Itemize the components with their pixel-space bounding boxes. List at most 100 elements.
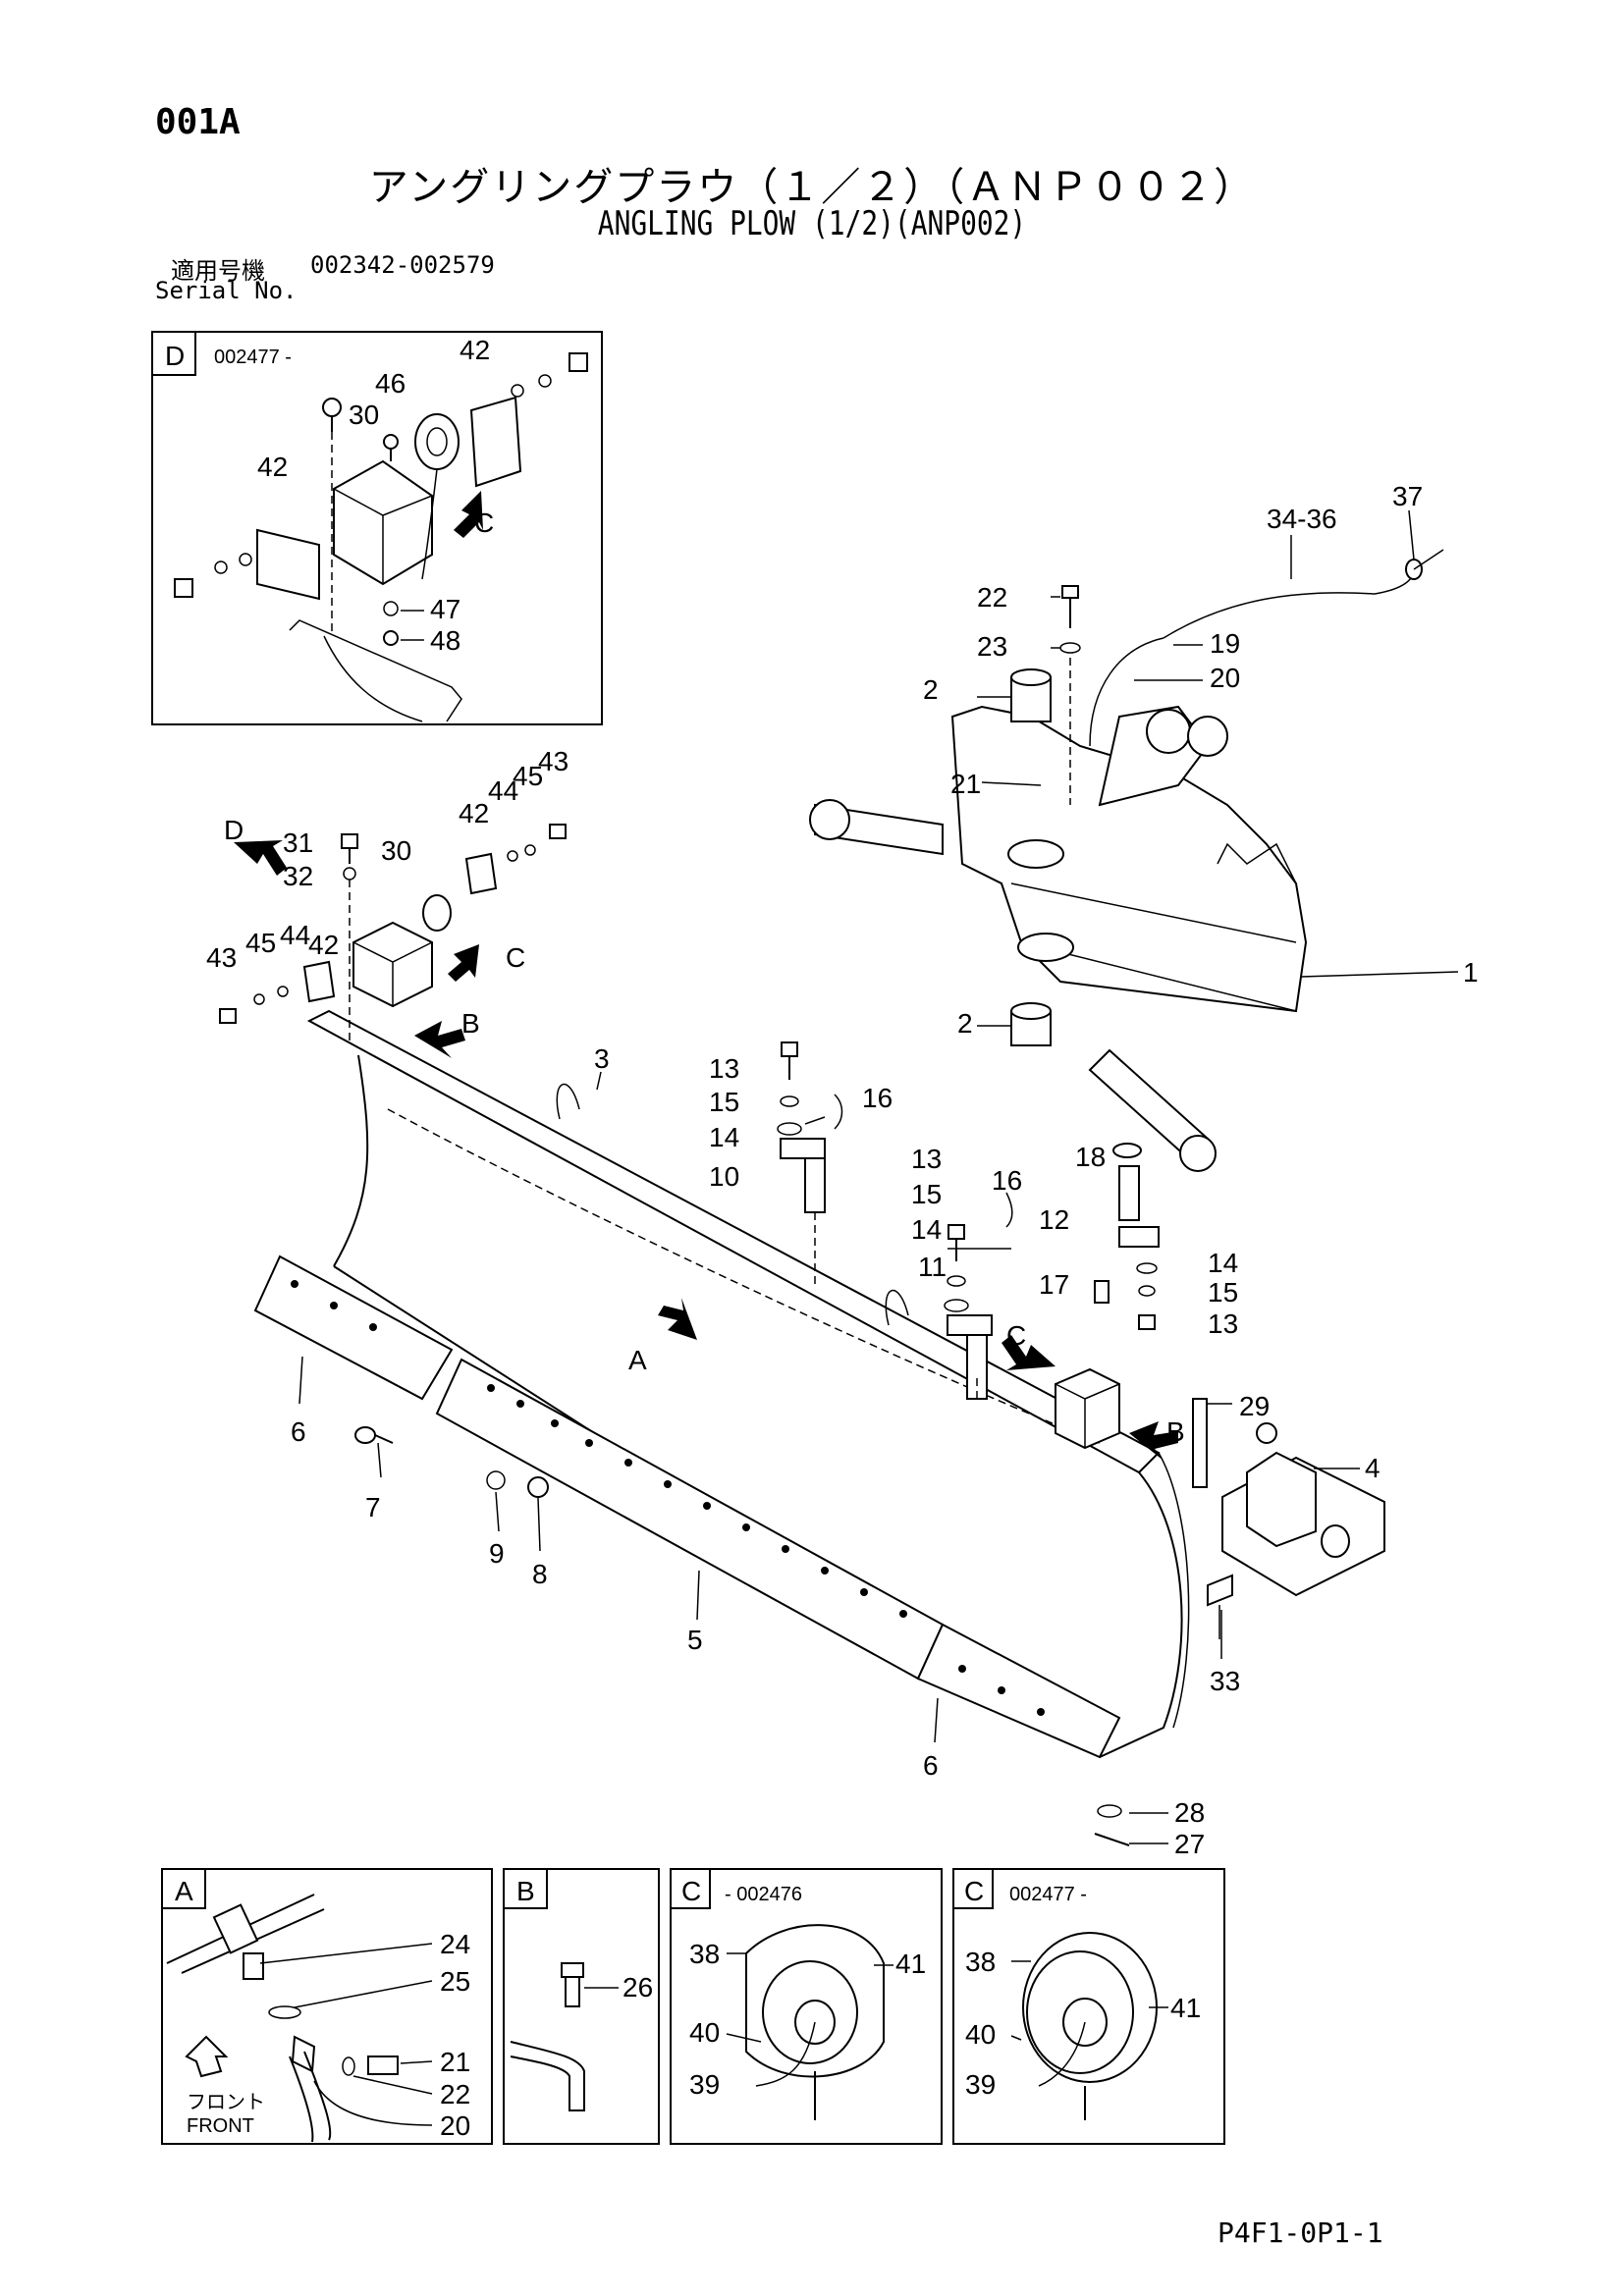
callout: 5 bbox=[687, 1625, 703, 1655]
callout: A bbox=[628, 1345, 647, 1375]
inset-c1-range: - 002476 bbox=[725, 1884, 802, 1905]
callout: 44 bbox=[488, 775, 518, 806]
callout: 1 bbox=[1463, 957, 1479, 988]
end-bit-right bbox=[916, 1623, 1121, 1759]
inset-b-label: 26 bbox=[623, 1972, 653, 2002]
callout: 6 bbox=[923, 1750, 939, 1781]
callout: 6 bbox=[291, 1416, 306, 1447]
inset-c1-tag: C bbox=[681, 1876, 701, 1906]
callout: 42 bbox=[459, 798, 489, 828]
callout: 13 bbox=[1208, 1308, 1238, 1339]
callout: 14 bbox=[709, 1122, 739, 1152]
callout: D bbox=[224, 815, 244, 845]
callout: 16 bbox=[992, 1165, 1022, 1196]
callout: 2 bbox=[957, 1008, 973, 1039]
inset-c2-label: 40 bbox=[965, 2019, 996, 2050]
inset-d-frame bbox=[151, 331, 603, 725]
callout: 22 bbox=[977, 582, 1007, 613]
main-arrows bbox=[234, 840, 1178, 1461]
inset-c1-frame bbox=[670, 1868, 943, 2145]
inset-d-plate-right bbox=[469, 396, 522, 488]
callout: 28 bbox=[1174, 1797, 1205, 1828]
callout: 15 bbox=[911, 1179, 942, 1209]
callout: 31 bbox=[283, 828, 313, 858]
callout: 21 bbox=[950, 769, 981, 799]
inset-a-label: 20 bbox=[440, 2110, 470, 2141]
pin-assemblies bbox=[777, 1041, 1160, 1400]
inset-a: A フロント FRONT 24 25 21 22 20 bbox=[161, 1868, 493, 2145]
callout: 44 bbox=[280, 920, 310, 950]
callout: 14 bbox=[1208, 1248, 1238, 1278]
inset-c1-label: 41 bbox=[895, 1949, 926, 1979]
callout: 20 bbox=[1210, 663, 1240, 693]
inset-c2-label: 38 bbox=[965, 1947, 996, 1977]
serial-range: 002342-002579 bbox=[310, 251, 495, 279]
callout: 9 bbox=[489, 1538, 505, 1569]
callout: 33 bbox=[1210, 1666, 1240, 1696]
callout: 2 bbox=[923, 674, 939, 705]
callout: 8 bbox=[532, 1559, 548, 1589]
footer-code: P4F1-0P1-1 bbox=[1218, 2216, 1383, 2249]
front-arrow-icon bbox=[185, 2035, 229, 2078]
callout: 30 bbox=[381, 835, 411, 866]
callout: 23 bbox=[977, 631, 1007, 662]
inset-d-plow-edge bbox=[289, 619, 462, 722]
inset-c1-label: 39 bbox=[689, 2069, 720, 2100]
inset-c1-label: 40 bbox=[689, 2017, 720, 2048]
callout: 12 bbox=[1039, 1204, 1069, 1235]
callout: B bbox=[461, 1008, 480, 1039]
inset-a-label: 24 bbox=[440, 1929, 470, 1959]
inset-b-frame bbox=[503, 1868, 660, 2145]
inset-c2-frame bbox=[952, 1868, 1225, 2145]
callout: B bbox=[1166, 1416, 1185, 1447]
inset-c2-range: 002477 - bbox=[1009, 1884, 1087, 1905]
front-label-jp: フロント bbox=[187, 2092, 265, 2113]
main-callouts: 37 34-36 22 23 19 20 2 21 1 2 31 32 30 4… bbox=[206, 481, 1479, 1859]
inset-d-tag-box bbox=[151, 331, 196, 376]
inset-d-label: 42 bbox=[257, 452, 288, 482]
inset-c2-label: 41 bbox=[1170, 1993, 1201, 2023]
callout: 45 bbox=[513, 761, 543, 791]
inset-d-label: C bbox=[474, 507, 494, 538]
right-lamp-and-hitch bbox=[1055, 1367, 1385, 1846]
page-code: 001A bbox=[155, 102, 241, 142]
inset-c2-tag: C bbox=[964, 1876, 984, 1906]
inset-b-tag: B bbox=[516, 1876, 535, 1906]
callout: 17 bbox=[1039, 1269, 1069, 1300]
callout: 14 bbox=[911, 1214, 942, 1245]
inset-a-label: 25 bbox=[440, 1966, 470, 1997]
inset-a-label: 21 bbox=[440, 2047, 470, 2077]
swing-frame bbox=[809, 549, 1444, 1172]
callout: 16 bbox=[862, 1083, 893, 1113]
inset-d-label: 47 bbox=[430, 594, 460, 624]
inset-c1-label: 38 bbox=[689, 1939, 720, 1969]
inset-a-frame bbox=[161, 1868, 493, 2145]
callout: 43 bbox=[538, 746, 568, 776]
callout: 27 bbox=[1174, 1829, 1205, 1859]
callout: 11 bbox=[918, 1252, 947, 1282]
title-english: ANGLING PLOW (1/2)(ANP002) bbox=[597, 204, 1027, 243]
inset-d-arrow-c bbox=[454, 491, 483, 538]
serial-label-english: Serial No. bbox=[155, 277, 298, 304]
inset-d-plate-left bbox=[256, 528, 320, 601]
callout: 10 bbox=[709, 1161, 739, 1192]
plow-blade bbox=[253, 1009, 1190, 1759]
inset-c-old: C - 002476 38 41 40 39 bbox=[670, 1868, 943, 2145]
inset-d-label: 48 bbox=[430, 625, 460, 656]
inset-d-label: 30 bbox=[349, 400, 379, 430]
left-lamp-assembly bbox=[219, 824, 567, 1041]
callout: 15 bbox=[1208, 1277, 1238, 1308]
serial-label-japanese: 適用号機 bbox=[171, 257, 265, 285]
callout: 34-36 bbox=[1267, 504, 1337, 534]
callout: 3 bbox=[594, 1043, 610, 1074]
callout: 13 bbox=[911, 1144, 942, 1174]
wire-harness bbox=[1163, 568, 1415, 639]
callout: 42 bbox=[308, 930, 339, 960]
inset-b: B 26 bbox=[503, 1868, 660, 2145]
callout: 7 bbox=[365, 1492, 381, 1522]
inset-c2-label: 39 bbox=[965, 2069, 996, 2100]
callout: 29 bbox=[1239, 1391, 1270, 1421]
callout: 45 bbox=[245, 928, 276, 958]
callout: 19 bbox=[1210, 628, 1240, 659]
